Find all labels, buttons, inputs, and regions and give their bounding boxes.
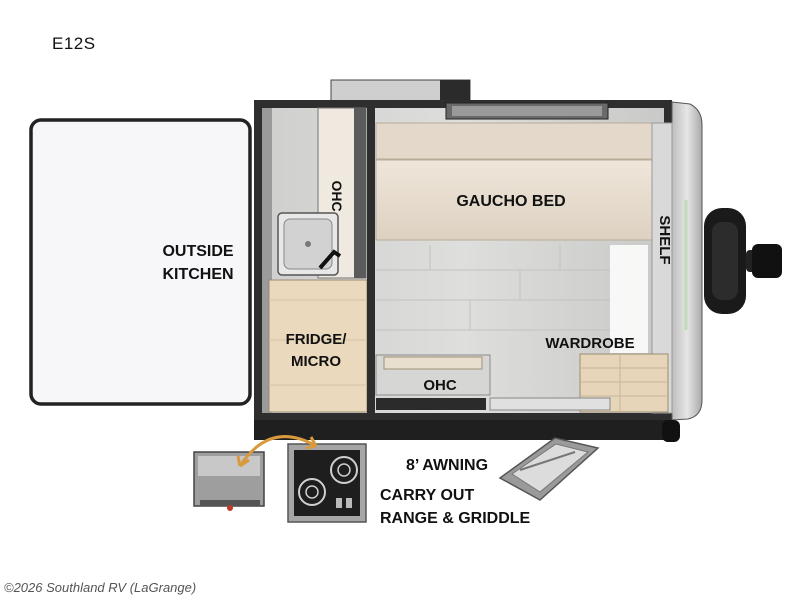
range-cooktop	[287, 443, 367, 523]
model-label: E12S	[52, 34, 96, 53]
divider-wall	[367, 108, 375, 413]
awning-rail	[254, 420, 672, 440]
range-label-2: RANGE & GRIDDLE	[380, 510, 531, 527]
gaucho-bed-label: GAUCHO BED	[456, 193, 565, 210]
galley-ohc-label: OHC	[329, 180, 345, 211]
fridge-label-2: MICRO	[291, 353, 341, 370]
faucet-icon	[318, 249, 342, 270]
burner-icon	[330, 456, 358, 484]
griddle	[193, 451, 265, 511]
outside-kitchen-label-2: KITCHEN	[162, 266, 233, 283]
outside-kitchen-label-1: OUTSIDE	[162, 243, 233, 260]
burner-icon	[298, 478, 326, 506]
wardrobe-label: WARDROBE	[545, 335, 634, 352]
floor-planks	[376, 245, 612, 331]
lower-ohc-label: OHC	[423, 377, 457, 394]
gaucho-bed-back	[375, 122, 663, 160]
range-label-1: CARRY OUT	[380, 487, 474, 504]
lower-counter	[376, 398, 486, 410]
fridge-micro-cabinet	[268, 279, 368, 413]
awning-label: 8’ AWNING	[406, 457, 488, 474]
copyright-text: ©2026 Southland RV (LaGrange)	[4, 580, 197, 595]
shelf	[651, 122, 673, 414]
carry-out-arrow-icon	[238, 435, 317, 467]
outside-kitchen-area	[29, 118, 252, 406]
entry-steps	[498, 437, 600, 501]
gaucho-bed	[375, 159, 653, 241]
galley-wall	[262, 108, 272, 413]
fridge-label-1: FRIDGE/	[286, 331, 348, 348]
shelf-label: SHELF	[656, 215, 673, 264]
